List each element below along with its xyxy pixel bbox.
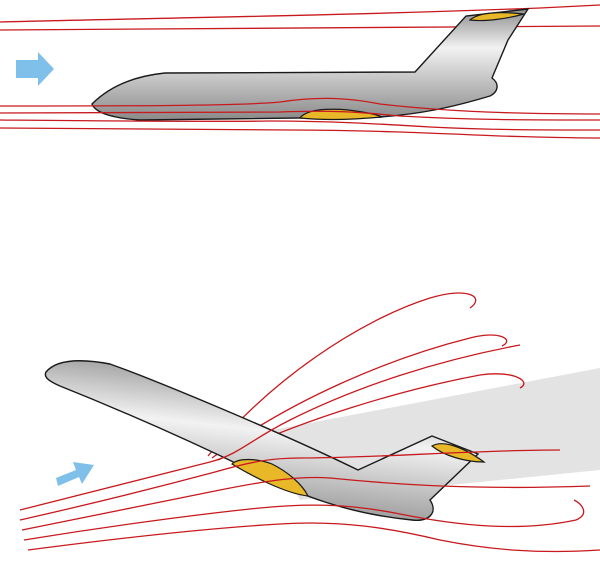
fuselage-bottom: [44, 360, 480, 521]
streamline: [0, 119, 600, 131]
flow-direction-arrow: [16, 52, 54, 86]
streamlines-bottom-front: [19, 344, 600, 553]
streamline: [211, 334, 508, 459]
streamline: [21, 476, 591, 531]
streamline: [27, 522, 600, 553]
horizontal-stabilizer-top: [468, 12, 525, 22]
streamline: [23, 499, 585, 541]
streamline: [207, 292, 477, 457]
streamline: [0, 97, 600, 115]
panel-level-flight: [0, 4, 600, 139]
main-wing-bottom: [231, 458, 310, 497]
streamline: [19, 449, 561, 521]
streamlines-top-front: [0, 97, 600, 139]
streamline: [19, 344, 521, 511]
streamline: [0, 127, 600, 139]
streamline: [0, 4, 600, 23]
streamline: [0, 110, 600, 121]
flow-direction-arrow: [56, 462, 94, 486]
panel-high-alpha: [19, 292, 600, 553]
fuselage-top: [91, 8, 530, 121]
